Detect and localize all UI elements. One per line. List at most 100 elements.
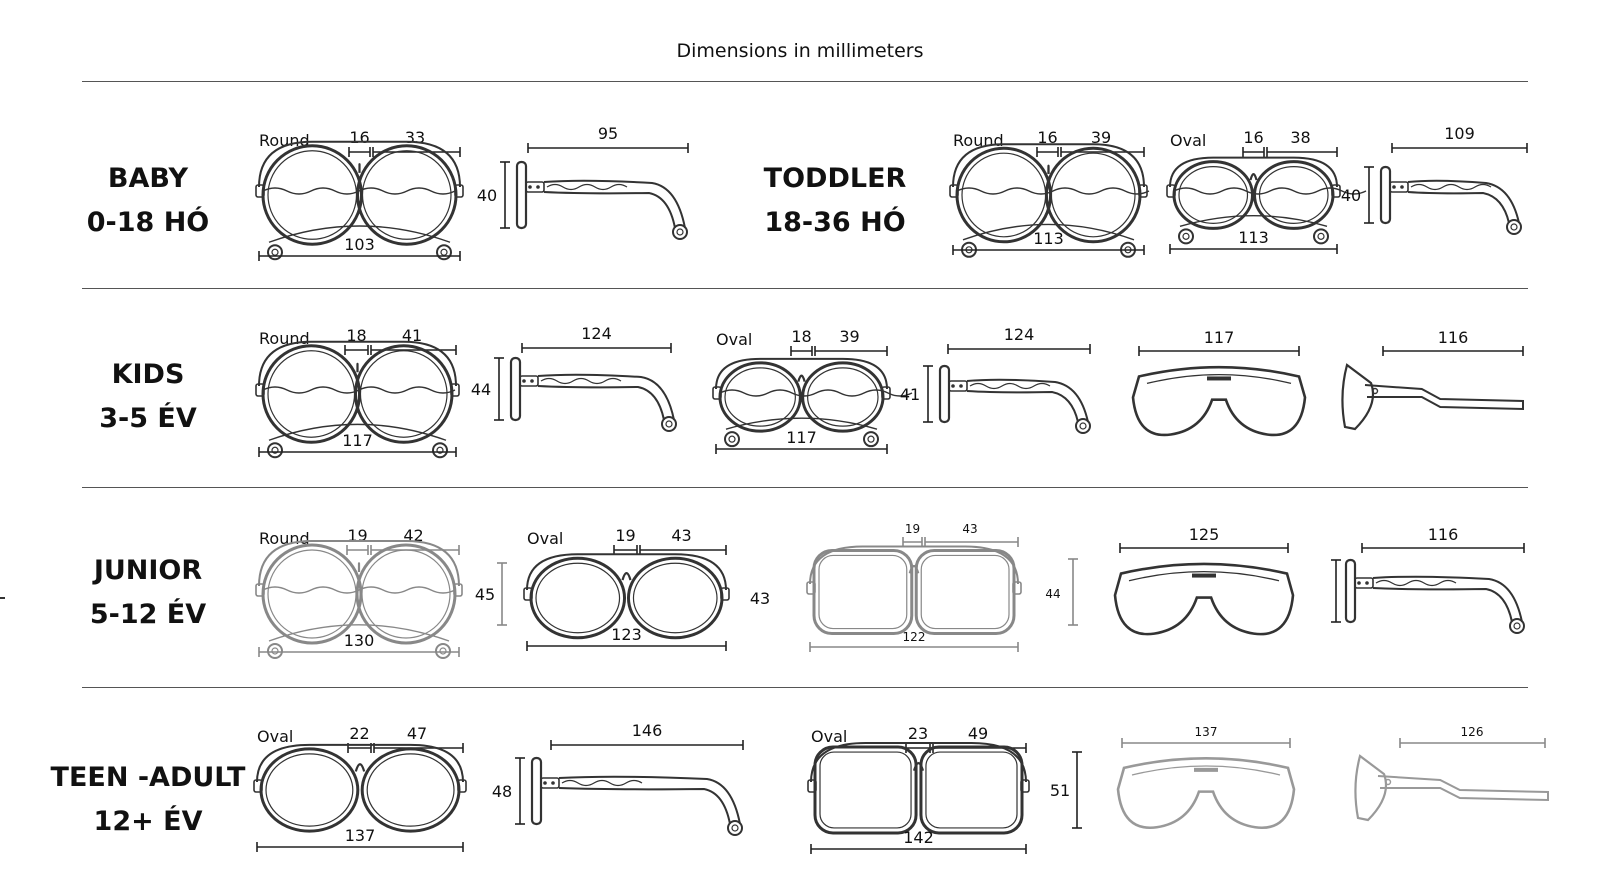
width-value: 137 [345, 826, 376, 845]
temple-arc [962, 223, 1135, 241]
ear-tip-right-inner [439, 647, 447, 655]
divider [82, 687, 1528, 688]
left-lens-inner [1178, 166, 1249, 224]
nose-bridge [797, 374, 806, 382]
ear-tip-inner [1513, 622, 1521, 630]
left-hinge [523, 587, 533, 601]
left-lens [529, 556, 627, 640]
right-lens-inner [1258, 166, 1329, 224]
nose-bridge [354, 763, 366, 772]
temple-bottom [537, 385, 665, 421]
nose-bridge [1249, 173, 1258, 181]
temple-wave [1375, 579, 1457, 587]
ear-tip [1509, 618, 1525, 634]
right-lens-inner [359, 350, 448, 438]
hinge-screw [951, 384, 955, 388]
width-value: 122 [903, 630, 926, 644]
temple-arc [268, 423, 447, 441]
bridge-value: 18 [791, 327, 811, 346]
section-label-junior: JUNIOR 5-12 ÉV [48, 549, 248, 637]
ear-tip-inner [731, 824, 739, 832]
right-lens [360, 747, 461, 833]
right-lens [355, 543, 457, 645]
temple-value: 109 [1444, 124, 1475, 143]
hinge-screw [1357, 581, 1361, 585]
temple-arc [268, 624, 450, 642]
section-label-teen-adult: TEEN -ADULT 12+ ÉV [48, 756, 248, 844]
bridge-value: 18 [346, 326, 366, 345]
hinge-screw [1371, 387, 1379, 395]
left-lens [1172, 160, 1254, 230]
ear-tip-right-inner [440, 248, 448, 256]
nose-bridge [912, 762, 925, 771]
section-title: BABY [107, 163, 189, 194]
ear-tip-left-inner [1182, 232, 1190, 240]
frame-top-bar [256, 743, 464, 783]
ear-tip-right-inner [436, 446, 444, 454]
left-lens-inner [265, 753, 354, 827]
hinge [525, 181, 545, 193]
temple-wave [540, 377, 622, 385]
shape-label: Oval [811, 727, 847, 746]
ear-tip-inner [1079, 422, 1087, 430]
frame-profile [1344, 558, 1357, 624]
temple-value: 146 [632, 721, 663, 740]
width-value: 117 [342, 431, 373, 450]
width-value: 117 [786, 428, 817, 447]
temple-arc [268, 225, 451, 243]
ear-tip-inner [676, 228, 684, 236]
temple-value: 126 [1461, 725, 1484, 739]
hinge-screw [1400, 185, 1404, 189]
left-lens-inner [724, 367, 796, 427]
bridge-value: 16 [1243, 128, 1263, 147]
section-age: 0-18 HÓ [86, 207, 210, 238]
shape-label: Round [259, 131, 310, 150]
temple-wave [1173, 187, 1367, 195]
shape-label: Round [259, 529, 310, 548]
hinge-screw [1365, 581, 1369, 585]
temple-bottom [543, 191, 676, 229]
frame-top-bar [952, 143, 1145, 188]
right-hinge [450, 383, 460, 397]
ear-tip-left [267, 244, 283, 261]
page-title: Dimensions in millimeters [676, 40, 924, 62]
divider [82, 81, 1528, 82]
right-hinge [1138, 184, 1148, 198]
frame-profile [938, 364, 951, 424]
ear-tip-right [432, 442, 448, 459]
ear-tip [672, 224, 688, 240]
temple-value: 95 [598, 124, 618, 143]
ear-tip-right [1313, 228, 1329, 245]
left-lens [261, 543, 363, 645]
width-value: 123 [611, 625, 642, 644]
side-teen-sport: 126 [1354, 725, 1549, 822]
right-lens [1253, 160, 1335, 230]
frame-junior-sport: 125 [1113, 525, 1295, 636]
frame-profile [1379, 165, 1392, 225]
ear-tip-left [1178, 228, 1194, 245]
height-value: 45 [475, 585, 495, 604]
shape-label: Oval [1170, 131, 1206, 150]
temple-value: 124 [581, 324, 612, 343]
ear-tip [1075, 418, 1091, 434]
ear-tip-right [436, 244, 452, 261]
ear-tip-left-inner [728, 435, 736, 443]
temple-wave [262, 586, 456, 594]
left-lens-inner [961, 152, 1047, 238]
section-title: KIDS [111, 359, 185, 390]
right-hinge [720, 587, 730, 601]
right-lens-inner [632, 562, 718, 634]
right-lens [1044, 146, 1142, 244]
left-hinge [807, 779, 817, 793]
frame-profile [515, 160, 528, 230]
lens-value: 49 [968, 724, 988, 743]
brand-logo [1192, 573, 1216, 578]
hinge-screw [543, 781, 547, 785]
right-lens [356, 144, 458, 246]
side-kids-sport: 116 [1341, 328, 1524, 431]
shape-label: Oval [257, 727, 293, 746]
